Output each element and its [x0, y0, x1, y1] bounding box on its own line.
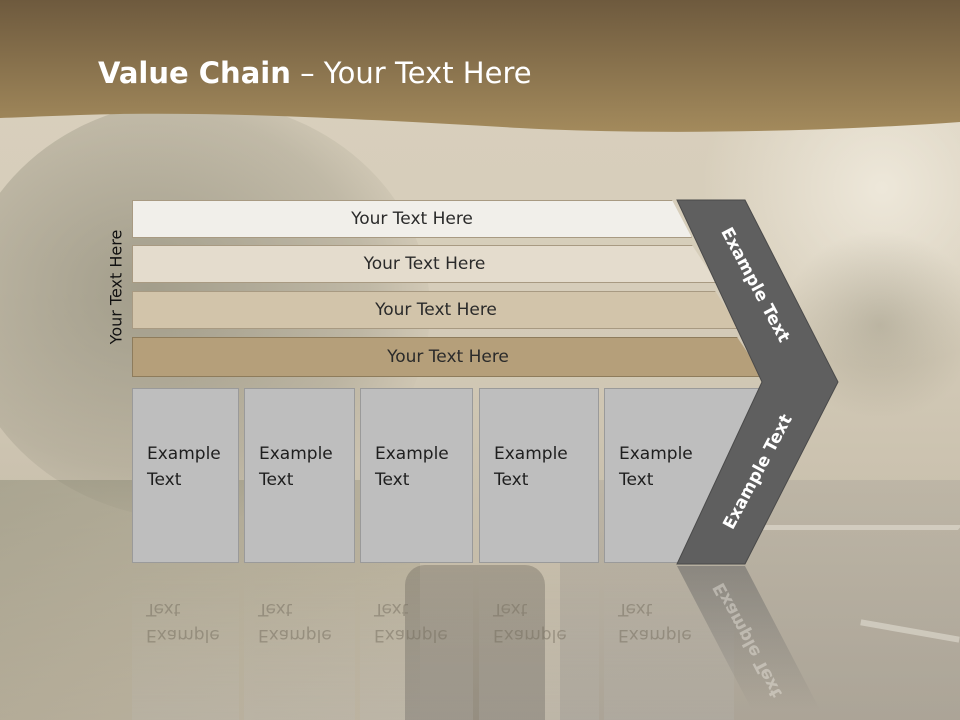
chevron-reflection [677, 566, 820, 710]
column-line1: Example [619, 444, 693, 464]
support-band-4: Your Text Here [132, 337, 764, 377]
column-line2: Text [494, 470, 529, 490]
band-label: Your Text Here [351, 209, 473, 229]
column-line2: Text [375, 470, 410, 490]
slide-title: Value Chain – Your Text Here [98, 56, 532, 90]
column-line1: Example [147, 444, 221, 464]
column-line2: Text [619, 470, 654, 490]
column-line2: Text [259, 470, 294, 490]
background-person [405, 565, 545, 720]
column-line2: Text [147, 470, 182, 490]
support-band-3: Your Text Here [132, 291, 740, 329]
column-line1: Example [494, 444, 568, 464]
title-bold: Value Chain [98, 56, 291, 90]
support-band-1: Your Text Here [132, 200, 692, 238]
band-label: Your Text Here [363, 254, 486, 274]
band-label: Your Text Here [375, 300, 497, 320]
column-line1: Example [375, 444, 449, 464]
chevron-shape [676, 199, 839, 565]
header-band [0, 0, 960, 132]
title-rest: – Your Text Here [290, 56, 532, 90]
support-band-2: Your Text Here [132, 245, 717, 283]
column-line1: Example [259, 444, 333, 464]
band-label: Your Text Here [387, 347, 509, 367]
